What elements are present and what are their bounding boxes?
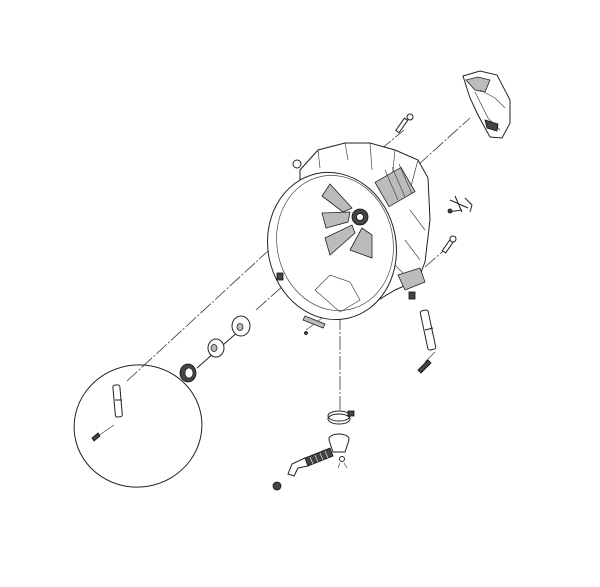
clip-right[interactable] xyxy=(408,291,416,300)
shock-pin-right xyxy=(417,359,432,374)
shock-pin-left xyxy=(91,432,101,442)
shaft-seal[interactable] xyxy=(179,363,197,383)
hose-clamp[interactable] xyxy=(327,410,355,425)
tub-ribs xyxy=(374,163,426,281)
shock-absorber-left[interactable] xyxy=(91,384,123,442)
washing-tub[interactable] xyxy=(254,142,431,332)
top-bolt[interactable] xyxy=(395,113,414,134)
drain-bellows-hose[interactable] xyxy=(287,447,334,477)
drain-nut[interactable] xyxy=(272,481,282,491)
counterweight[interactable] xyxy=(462,70,511,139)
side-bolt[interactable] xyxy=(441,235,457,254)
drain-pump-housing[interactable] xyxy=(328,433,350,469)
wire-harness[interactable] xyxy=(447,195,473,214)
tub-bracket[interactable] xyxy=(302,315,326,335)
shock-absorber-right[interactable] xyxy=(417,309,437,374)
tub-inlet-nozzle xyxy=(292,159,302,169)
bearing-large[interactable] xyxy=(231,315,251,337)
clip-left[interactable] xyxy=(276,272,284,281)
bearing-small[interactable] xyxy=(207,338,225,358)
tub-spider-arms xyxy=(321,183,373,259)
motor-mount[interactable] xyxy=(397,267,426,291)
leader-line-counterweight xyxy=(417,117,471,166)
leader-line-ring xyxy=(126,249,270,382)
gasket-ring-wire[interactable] xyxy=(64,355,211,497)
